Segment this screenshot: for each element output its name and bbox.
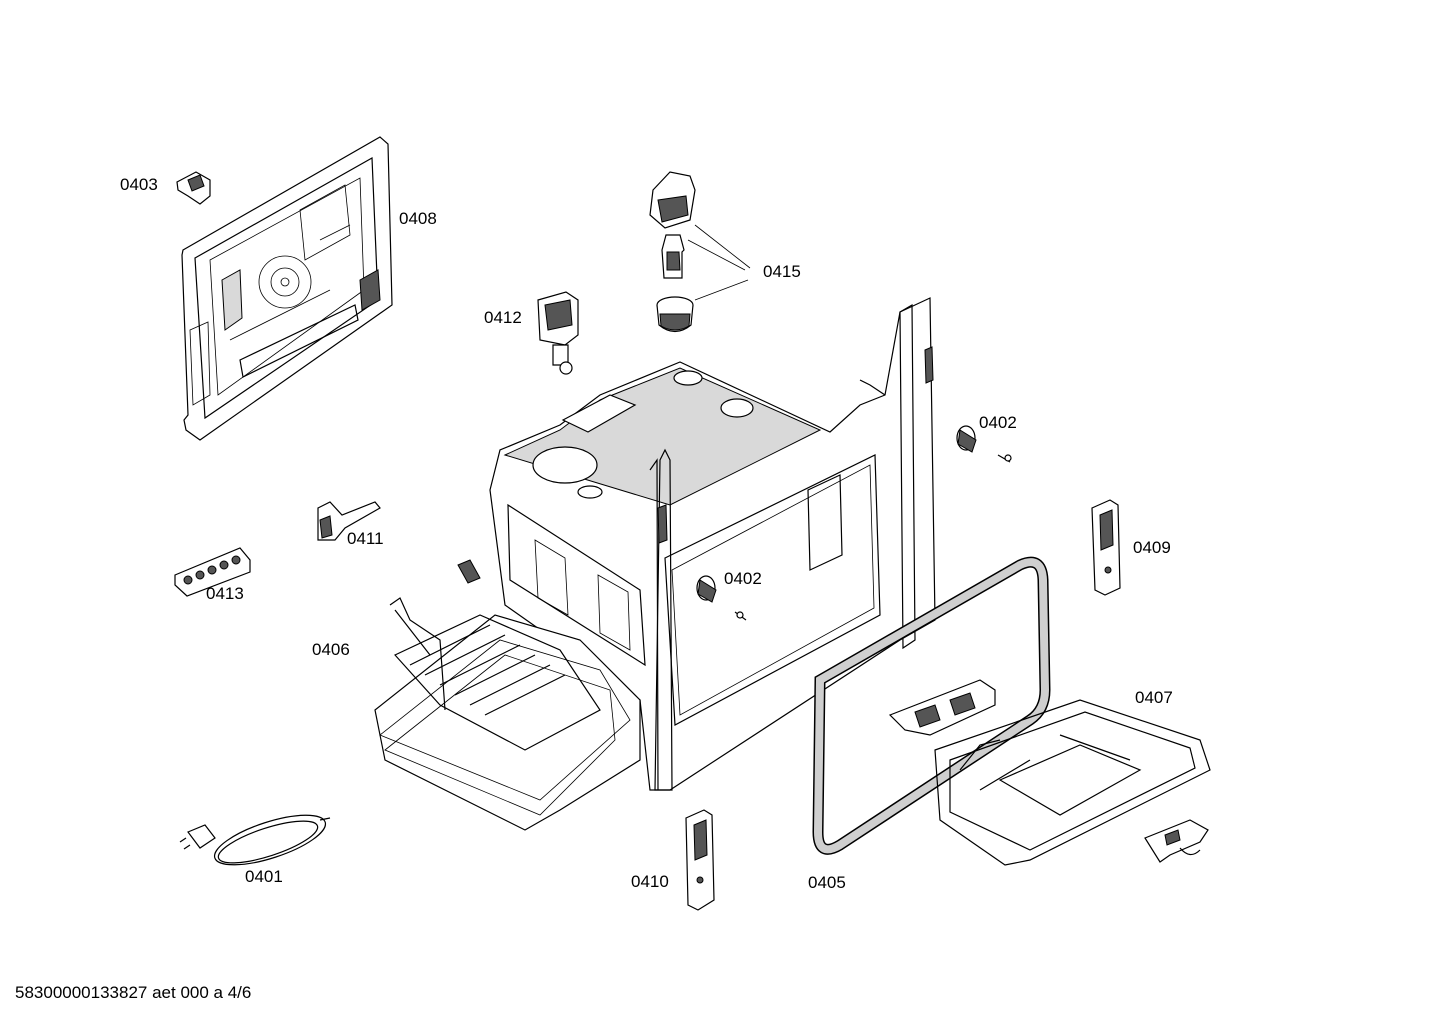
bracket-0411 <box>317 501 381 541</box>
label-0401: 0401 <box>245 867 283 886</box>
label-0412: 0412 <box>484 308 522 327</box>
label-0402-right: 0402 <box>979 413 1017 432</box>
label-0410: 0410 <box>631 872 669 891</box>
switch-0412 <box>537 291 579 375</box>
bracket-0403 <box>176 171 211 205</box>
label-0413: 0413 <box>206 584 244 603</box>
hinge-0410 <box>685 809 715 911</box>
label-0402-center: 0402 <box>724 569 762 588</box>
knob-0402-center <box>696 575 747 621</box>
grill-element-0407 <box>888 679 1211 866</box>
oven-lamp-0415 <box>649 171 751 333</box>
label-0405: 0405 <box>808 873 846 892</box>
heating-element-0406 <box>374 559 641 831</box>
hinge-0409 <box>1091 499 1121 596</box>
label-0415: 0415 <box>763 262 801 281</box>
document-id-footer: 58300000133827 aet 000 a 4/6 <box>15 983 252 1002</box>
bracket-grill <box>1144 819 1209 863</box>
rear-panel-0408 <box>181 136 393 441</box>
label-0406: 0406 <box>312 640 350 659</box>
terminal-block-0413 <box>174 547 251 597</box>
knob-0402-right <box>956 425 1012 463</box>
power-cord-0401 <box>179 814 331 866</box>
label-0403: 0403 <box>120 175 158 194</box>
label-0409: 0409 <box>1133 538 1171 557</box>
label-0411: 0411 <box>347 529 384 548</box>
door-seal-0405 <box>812 556 1051 855</box>
label-0407: 0407 <box>1135 688 1173 707</box>
label-0408: 0408 <box>399 209 437 228</box>
